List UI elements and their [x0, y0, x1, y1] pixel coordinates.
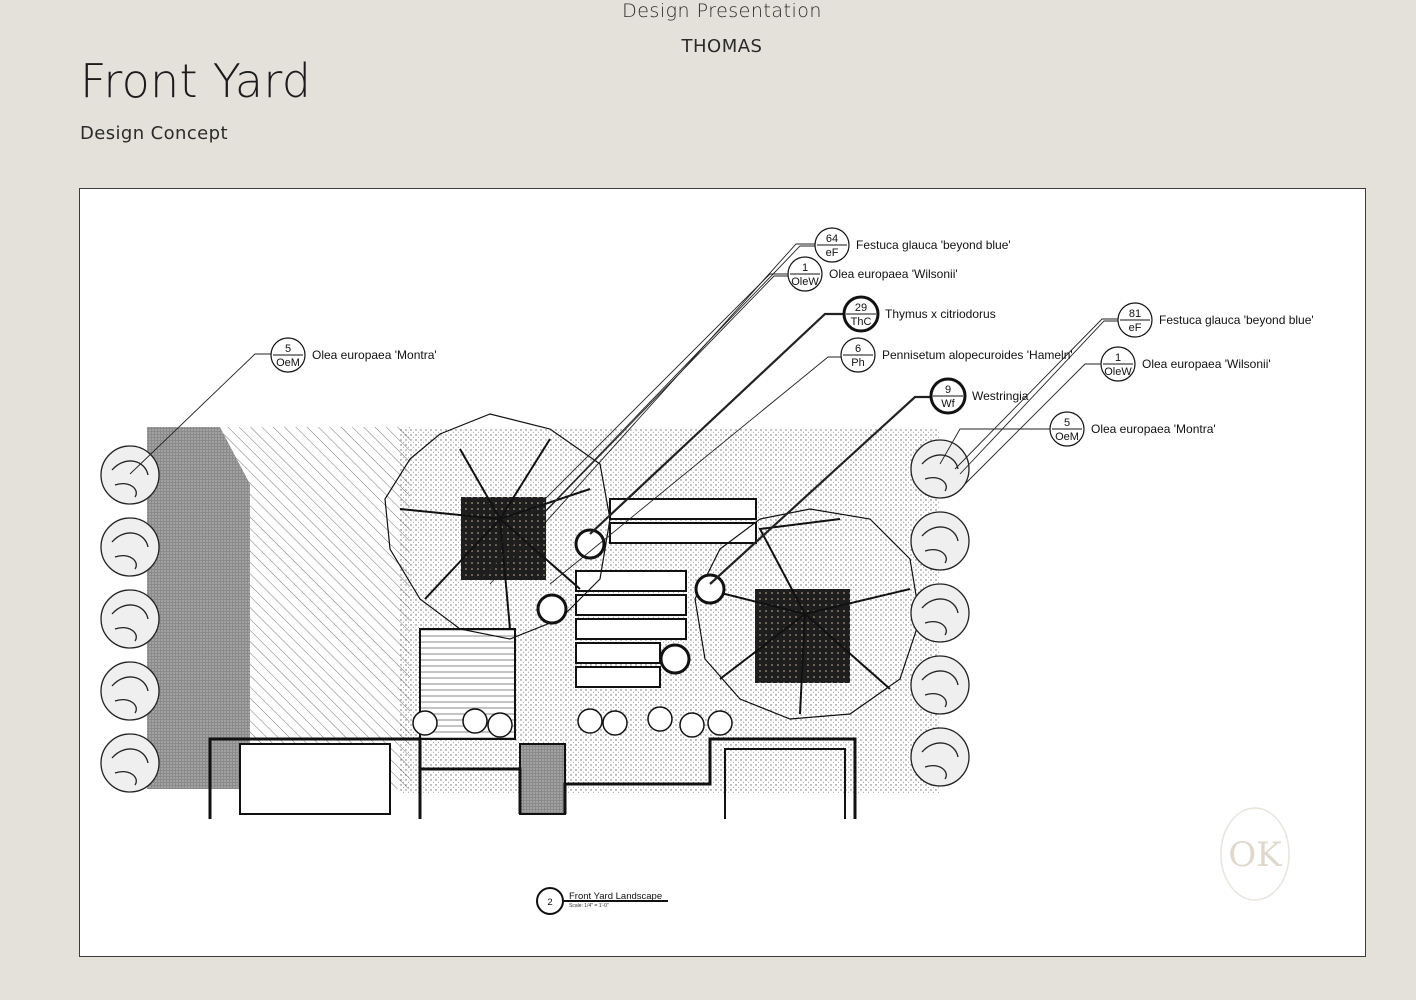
callout-label: Westringia — [972, 389, 1029, 403]
leader-lines — [129, 243, 1121, 585]
garden-steps — [575, 498, 757, 688]
olive-tree-symbol — [100, 661, 160, 721]
house-outline — [208, 737, 857, 819]
callout-label: Olea europaea 'Montra' — [312, 348, 437, 362]
olive-tree-symbol — [910, 655, 970, 715]
callout-count: 5 — [285, 343, 291, 355]
callout-code: OeM — [1055, 431, 1079, 443]
callout-code: ThC — [851, 316, 872, 328]
shrub-symbol — [574, 528, 606, 560]
callout-code: eF — [826, 247, 839, 259]
shrub-symbol — [536, 593, 568, 625]
olive-tree-symbol — [910, 727, 970, 787]
tree-canopy-right — [694, 508, 921, 720]
callout-count: 64 — [826, 233, 838, 245]
callout-label: Olea europaea 'Wilsonii' — [829, 267, 958, 281]
shrub-symbol — [659, 643, 691, 675]
callout-code: OleW — [791, 276, 819, 288]
shrub-symbol — [462, 708, 488, 734]
logo-monogram: OK — [1228, 835, 1282, 875]
hatched-lawn — [220, 427, 410, 789]
callout-label: Pennisetum alopecuroides 'Hameln' — [882, 348, 1073, 362]
page-title: Front Yard — [80, 54, 312, 108]
callout-count: 29 — [855, 302, 867, 314]
shrub-row — [412, 528, 733, 738]
shrub-symbol — [412, 710, 438, 736]
plant-callout: 9Wf Westringia — [929, 377, 1029, 415]
callout-label: Festuca glauca 'beyond blue' — [1159, 313, 1314, 327]
monogram-logo: OK — [1220, 807, 1290, 901]
shrub-symbol — [694, 573, 726, 605]
drawing-title: Front Yard Landscape — [569, 891, 662, 902]
callout-code: Wf — [941, 398, 955, 410]
callout-code: OeM — [276, 357, 300, 369]
shrub-symbol — [487, 712, 513, 738]
callout-count: 81 — [1129, 308, 1141, 320]
tree-canopy-left — [384, 413, 611, 640]
olive-tree-symbol — [100, 589, 160, 649]
drawing-scale: Scale: 1/4" = 1'-0" — [569, 903, 609, 909]
plant-callout: 6Ph Pennisetum alopecuroides 'Hameln' — [840, 337, 1073, 373]
callout-count: 9 — [945, 384, 951, 396]
callout-count: 5 — [1064, 417, 1070, 429]
callout-count: 1 — [802, 262, 808, 274]
shrub-symbol — [707, 710, 733, 736]
shrub-symbol — [647, 706, 673, 732]
callout-count: 6 — [855, 343, 861, 355]
callout-code: OleW — [1104, 366, 1132, 378]
shrub-symbol — [602, 710, 628, 736]
client-name: THOMAS — [681, 36, 763, 57]
plant-callout: 64 eF Festuca glauca 'beyond blue' — [814, 227, 1011, 263]
olive-tree-symbol — [910, 511, 970, 571]
callout-count: 1 — [1115, 352, 1121, 364]
shrub-symbol — [679, 712, 705, 738]
drawing-number: 2 — [547, 897, 552, 908]
olive-tree-symbol — [100, 517, 160, 577]
plant-callout: 81 eF Festuca glauca 'beyond blue' — [1117, 302, 1314, 338]
olive-trees-left — [100, 445, 160, 793]
olive-trees-right — [910, 439, 970, 787]
driveway-strip — [147, 427, 250, 789]
callout-code: eF — [1129, 322, 1142, 334]
olive-tree-symbol — [100, 733, 160, 793]
olive-tree-symbol — [910, 439, 970, 499]
presentation-title: Design Presentation — [622, 0, 822, 22]
callout-code: Ph — [851, 357, 864, 369]
entry-walk — [519, 743, 566, 815]
callout-label: Festuca glauca 'beyond blue' — [856, 238, 1011, 252]
callout-label: Thymus x citriodorus — [885, 307, 996, 321]
callout-label: Olea europaea 'Montra' — [1091, 422, 1216, 436]
shrub-symbol — [577, 708, 603, 734]
callout-label: Olea europaea 'Wilsonii' — [1142, 357, 1271, 371]
page-subtitle: Design Concept — [80, 123, 228, 144]
olive-tree-symbol — [910, 583, 970, 643]
drawing-title-block: 2 Front Yard Landscape Scale: 1/4" = 1'-… — [536, 887, 668, 915]
